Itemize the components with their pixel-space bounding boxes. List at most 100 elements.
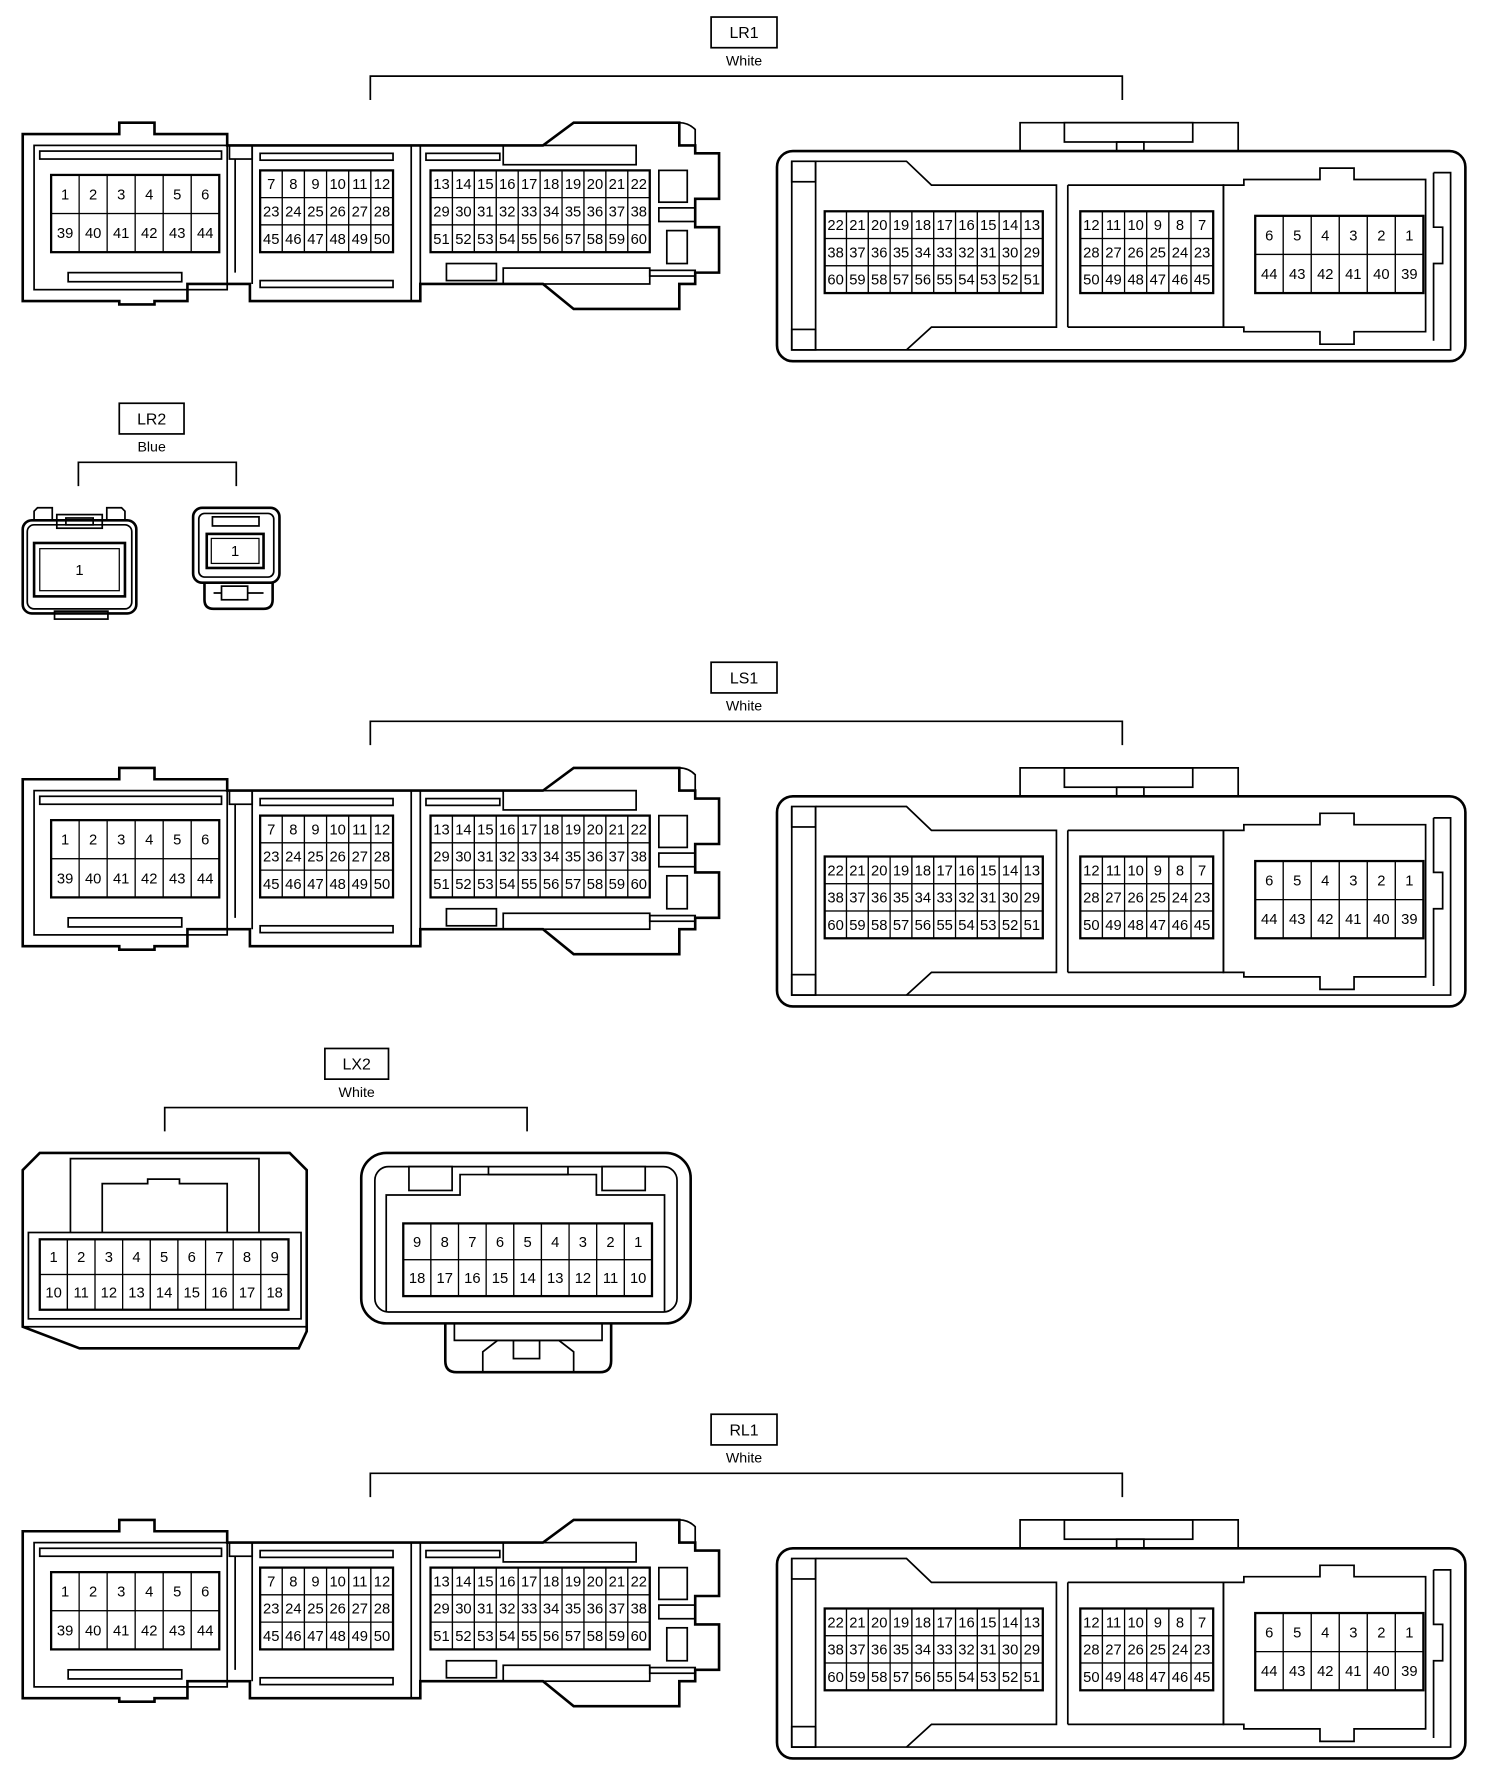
pin-number: 44 [197,1623,213,1639]
pin-number: 49 [352,232,368,248]
pin-number: 50 [374,877,390,893]
pin-number: 28 [1083,891,1099,907]
pin-number: 43 [1289,267,1305,283]
housing-frame [33,1541,229,1688]
pin-number: 53 [980,1670,996,1686]
pin-cell [78,212,108,253]
pin-number: 50 [1083,918,1099,934]
pin-number: 54 [499,877,515,893]
pin-block-border [1079,1607,1215,1692]
housing-lock [33,506,126,521]
pin-number: 34 [915,245,931,261]
pin-number: 10 [329,1574,345,1590]
pin-number: 4 [145,833,153,849]
pin-cell [430,1259,460,1297]
pin-number: 27 [352,205,368,221]
pin-number: 11 [603,1271,618,1287]
pin-number: 20 [871,218,887,234]
pin-number: 11 [1106,1615,1121,1631]
connector-color: White [726,53,762,69]
housing-frame [790,161,1452,351]
pin-number: 52 [455,877,471,893]
pin-number: 37 [609,205,625,221]
pin-number: 3 [1349,228,1357,244]
pin-number: 31 [477,1602,493,1618]
pin-block-border [259,169,395,254]
pin-number: 37 [609,1602,625,1618]
housing-slot [38,1547,223,1558]
housing-lock [443,1323,613,1374]
pin-number: 15 [980,863,996,879]
housing-slot [658,1566,689,1601]
pin-number: 16 [958,1615,974,1631]
pin-number: 55 [521,877,537,893]
pin-number: 16 [958,218,974,234]
pin-number: 23 [1194,1643,1210,1659]
housing-slot [658,169,689,204]
pin-number: 44 [1261,912,1277,928]
pin-number: 28 [374,1602,390,1618]
pin-number: 8 [243,1250,251,1266]
pin-cell [1282,860,1312,901]
pin-number: 48 [1127,918,1143,934]
housing-slot [502,912,651,931]
pin-number: 24 [285,205,301,221]
pin-cell [1338,215,1368,256]
pin-number: 51 [1024,918,1040,934]
pin-number: 33 [936,1643,952,1659]
pin-number: 25 [1150,891,1166,907]
pin-number: 17 [936,1615,952,1631]
pin-number: 24 [1172,891,1188,907]
pin-block-border [259,1566,395,1651]
pin-number: 7 [1198,1615,1206,1631]
housing-slot [38,795,223,806]
pin-number: 44 [1261,1664,1277,1680]
pin-number: 35 [565,1602,581,1618]
pin-number: 19 [565,1574,581,1590]
pin-number: 34 [543,850,559,866]
pin-number: 60 [827,1670,843,1686]
pin-number: 48 [1127,1670,1143,1686]
pin-number: 4 [145,187,153,203]
pin-number: 56 [915,918,931,934]
pin-number: 31 [980,891,996,907]
pin-number: 28 [374,850,390,866]
pin-number: 58 [587,877,603,893]
pin-number: 29 [433,205,449,221]
pin-number: 45 [1194,273,1210,289]
pin-number: 41 [113,226,129,242]
pin-number: 9 [311,822,319,838]
pin-block-border [429,169,651,254]
pin-number: 13 [433,822,449,838]
pin-number: 20 [871,863,887,879]
pin-number: 1 [1405,874,1413,890]
pin-number: 60 [631,1629,647,1645]
pin-cell [78,174,108,215]
pin-cell [1282,253,1312,294]
pin-number: 51 [433,877,449,893]
pin-block-border [1254,214,1425,295]
housing-lock [1115,141,1145,152]
pin-number: 24 [285,850,301,866]
housing-lock [203,582,274,611]
pin-number: 18 [543,822,559,838]
housing-lock [65,517,95,526]
pin-number: 46 [1172,918,1188,934]
pin-number: 37 [609,850,625,866]
connector-label-box [710,1413,778,1446]
housing-key [228,789,254,806]
pin-number: 58 [587,232,603,248]
pin-number: 10 [329,822,345,838]
pin-number: 29 [1024,1643,1040,1659]
pin-number: 30 [1002,1643,1018,1659]
pin-number: 16 [464,1271,480,1287]
pin-number: 9 [1154,863,1162,879]
pin-number: 46 [1172,1670,1188,1686]
pin-cell [430,1222,460,1261]
